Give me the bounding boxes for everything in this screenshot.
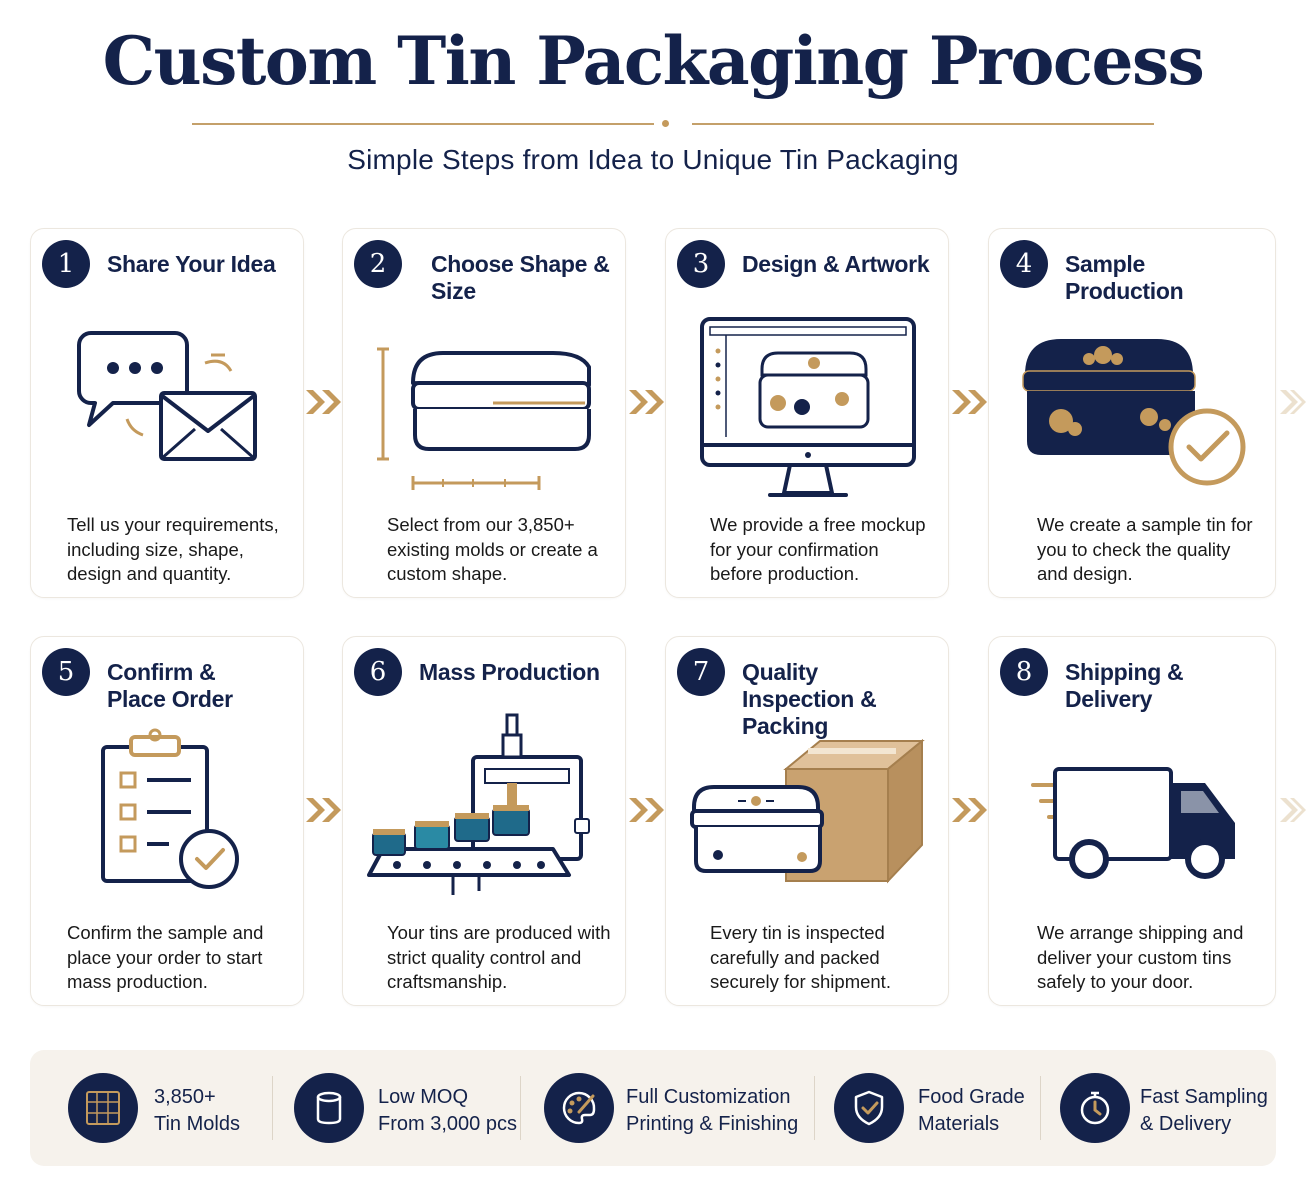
shield-check-icon [834,1073,904,1143]
feature-line2: Tin Molds [154,1113,240,1135]
step-card-8: 8 Shipping & Delivery We arrange shippin… [988,636,1276,1006]
palette-brush-icon [544,1073,614,1143]
feature-moq: Low MOQ From 3,000 pcs [294,1050,534,1166]
double-chevron-right-icon [1280,390,1306,414]
step-description: Select from our 3,850+ existing molds or… [387,514,598,584]
step-title: Mass Production [419,659,600,685]
step-number: 8 [1000,648,1048,696]
page-subtitle: Simple Steps from Idea to Unique Tin Pac… [347,144,959,175]
sample-tin-check-icon [989,299,1277,509]
monitor-design-icon [666,299,950,509]
stopwatch-icon [1060,1073,1130,1143]
step-description: We provide a free mockup for your confir… [710,514,926,584]
feature-separator [272,1076,273,1140]
tin-dimensions-icon [343,299,627,509]
chat-envelope-icon [31,299,305,509]
mold-grid-icon [68,1073,138,1143]
clipboard-check-icon [31,707,305,917]
step-card-6: 6 Mass Production Your tins are produced [342,636,626,1006]
conveyor-machine-icon [343,707,627,917]
feature-line1: Low MOQ [378,1086,469,1108]
feature-line2: Printing & Finishing [626,1113,799,1135]
feature-line1: 3,850+ [154,1086,216,1108]
step-description: Your tins are produced with strict quali… [387,922,611,992]
step-description: We arrange shipping and deliver your cus… [1037,922,1244,992]
feature-customization: Full Customization Printing & Finishing [544,1050,816,1166]
step-number: 2 [354,240,402,288]
step-card-7: 7 Quality Inspection & Packing Every tin… [665,636,949,1006]
step-title: Quality Inspection & Packing [742,659,877,739]
step-number: 5 [42,648,90,696]
step-number: 4 [1000,240,1048,288]
features-bar: 3,850+ Tin Molds Low MOQ From 3,000 pcs … [30,1050,1276,1166]
tin-can-icon [294,1073,364,1143]
feature-line1: Fast Sampling [1140,1086,1268,1108]
step-description: We create a sample tin for you to check … [1037,514,1253,584]
step-description: Confirm the sample and place your order … [67,922,264,992]
step-title: Choose Shape & Size [431,251,610,304]
step-title: Share Your Idea [107,251,276,277]
feature-fast-sampling: Fast Sampling & Delivery [1060,1050,1270,1166]
feature-line1: Food Grade [918,1086,1025,1108]
feature-separator [1040,1076,1041,1140]
step-title: Sample Production [1065,251,1184,304]
tin-and-carton-icon [666,707,950,917]
step-title: Confirm & Place Order [107,659,233,712]
double-chevron-right-icon [629,390,664,414]
step-card-5: 5 Confirm & Place Order Confirm the samp… [30,636,304,1006]
step-title: Design & Artwork [742,251,930,277]
feature-molds: 3,850+ Tin Molds [68,1050,288,1166]
feature-separator [520,1076,521,1140]
step-description: Tell us your requirements, including siz… [67,514,279,584]
step-number: 7 [677,648,725,696]
double-chevron-right-icon [306,798,341,822]
step-number: 3 [677,240,725,288]
feature-line2: From 3,000 pcs [378,1113,517,1135]
double-chevron-right-icon [952,390,987,414]
step-card-3: 3 Design & Artwork We provide a free moc… [665,228,949,598]
step-card-2: 2 Choose Shape & Size Select from our 3,… [342,228,626,598]
double-chevron-right-icon [952,798,987,822]
double-chevron-right-icon [629,798,664,822]
feature-line2: Materials [918,1113,1000,1135]
step-card-4: 4 Sample Production We create a sample t… [988,228,1276,598]
title-divider [192,120,1154,127]
step-description: Every tin is inspected carefully and pac… [710,922,891,992]
step-number: 6 [354,648,402,696]
step-title: Shipping & Delivery [1065,659,1184,712]
feature-food-grade: Food Grade Materials [834,1050,1034,1166]
step-number: 1 [42,240,90,288]
feature-line2: & Delivery [1140,1113,1232,1135]
page-title: Custom Tin Packaging Process [102,22,1205,100]
delivery-truck-icon [989,707,1277,917]
step-card-1: 1 Share Your Idea Tell us your requireme… [30,228,304,598]
double-chevron-right-icon [1280,798,1306,822]
feature-line1: Full Customization [626,1086,791,1108]
double-chevron-right-icon [306,390,341,414]
feature-separator [814,1076,815,1140]
